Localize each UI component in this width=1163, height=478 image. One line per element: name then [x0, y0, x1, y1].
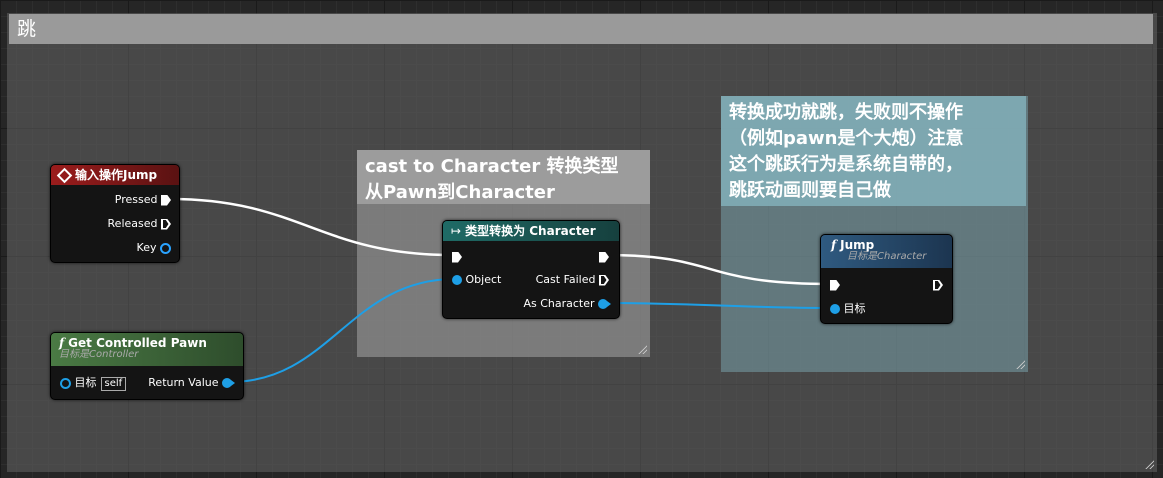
as-character-label: As Character — [523, 297, 595, 310]
exec-out-pin-icon[interactable] — [161, 194, 171, 206]
exec-in-pin-icon[interactable] — [830, 279, 840, 291]
function-icon: f — [59, 336, 65, 350]
input-action-diamond-icon — [56, 167, 73, 184]
object-wire-cast-to-jump — [605, 302, 833, 309]
object-pin-row[interactable]: Object — [452, 272, 501, 288]
cast-to-character-node[interactable]: ↦类型转换为 Character Object Cast Failed As C… — [442, 220, 620, 319]
resize-grip-icon[interactable] — [1015, 359, 1025, 369]
released-pin-row[interactable]: Released — [108, 216, 171, 232]
pin-tail-icon — [231, 380, 235, 386]
resize-grip-icon[interactable] — [1144, 459, 1154, 469]
key-pin-label: Key — [136, 241, 157, 254]
object-pin-label: Object — [465, 273, 502, 286]
jump-target-pin-row[interactable]: 目标 — [830, 301, 866, 317]
exec-wire-pressed-to-cast — [169, 197, 453, 257]
function-icon: f — [831, 238, 837, 252]
target-pin-icon[interactable] — [830, 304, 840, 314]
input-action-header: 输入操作Jump — [51, 165, 179, 185]
jump-title: Jump — [840, 238, 875, 252]
return-value-pin-row[interactable]: Return Value — [148, 375, 235, 391]
object-wire-pawn-to-cast — [229, 278, 456, 383]
exec-in-pin-icon[interactable] — [452, 251, 462, 263]
jump-subtitle: 目标是Character — [847, 251, 927, 262]
cast-exec-out-row[interactable] — [599, 249, 609, 265]
outer-comment-title[interactable]: 跳 — [9, 14, 1153, 44]
pressed-pin-row[interactable]: Pressed — [115, 192, 171, 208]
jump-target-label: 目标 — [843, 302, 866, 315]
exec-out-pin-icon[interactable] — [599, 275, 609, 286]
key-pin-row[interactable]: Key — [137, 240, 171, 256]
cast-failed-label: Cast Failed — [535, 273, 596, 286]
input-action-node[interactable]: 输入操作Jump Pressed Released Key — [50, 164, 180, 263]
released-pin-label: Released — [107, 217, 158, 230]
cast-header: ↦类型转换为 Character — [443, 221, 619, 241]
exec-out-pin-icon[interactable] — [599, 251, 609, 263]
pin-tail-icon — [607, 301, 611, 307]
return-value-pin-icon[interactable] — [222, 378, 232, 388]
input-action-title: 输入操作Jump — [75, 168, 158, 182]
as-character-pin-icon[interactable] — [598, 299, 608, 309]
target-default-field[interactable]: self — [100, 377, 127, 391]
cast-failed-pin-row[interactable]: Cast Failed — [536, 272, 609, 288]
key-pin-icon[interactable] — [160, 242, 171, 254]
jump-exec-in-row[interactable] — [830, 277, 840, 293]
pressed-pin-label: Pressed — [114, 193, 158, 206]
cast-arrow-icon: ↦ — [451, 224, 462, 238]
resize-grip-icon[interactable] — [637, 344, 647, 354]
return-value-label: Return Value — [148, 376, 219, 389]
jump-exec-out-row[interactable] — [933, 277, 943, 293]
exec-out-pin-icon[interactable] — [161, 219, 171, 230]
exec-wire-cast-to-jump — [605, 253, 831, 286]
get-controlled-pawn-title: Get Controlled Pawn — [68, 336, 207, 350]
cast-exec-in-row[interactable] — [452, 249, 462, 265]
as-character-pin-row[interactable]: As Character — [523, 296, 611, 312]
get-controlled-pawn-subtitle: 目标是Controller — [59, 349, 139, 360]
jump-comment-title[interactable]: 转换成功就跳，失败则不操作 （例如pawn是个大炮）注意 这个跳跃行为是系统自带… — [721, 96, 1026, 206]
exec-out-pin-icon[interactable] — [933, 280, 943, 291]
target-pin-label: 目标 — [74, 376, 97, 389]
cast-comment-title[interactable]: cast to Character 转换类型 从Pawn到Character — [357, 150, 650, 204]
cast-title: 类型转换为 Character — [465, 224, 596, 238]
target-pin-icon[interactable] — [60, 377, 71, 389]
object-pin-icon[interactable] — [452, 275, 462, 285]
